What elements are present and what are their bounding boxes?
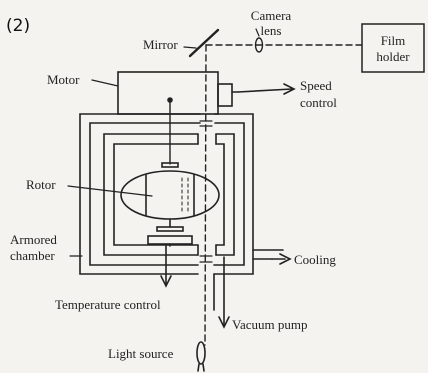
cooling-pipes bbox=[252, 249, 292, 265]
rotor-label: Rotor bbox=[26, 177, 56, 192]
optical-path bbox=[204, 44, 363, 346]
figure-label: (2) bbox=[6, 16, 31, 36]
inner-chamber bbox=[103, 133, 235, 256]
mirror-shape bbox=[188, 28, 220, 58]
motor-shape bbox=[117, 71, 239, 115]
rotor-shape bbox=[120, 170, 220, 247]
speed-control-label-line1: Speed bbox=[300, 78, 332, 93]
leader-lines bbox=[67, 28, 260, 257]
speed-control-arrow bbox=[237, 83, 296, 95]
mirror-label: Mirror bbox=[143, 37, 178, 52]
cooling-label: Cooling bbox=[294, 252, 336, 267]
light-source-shape bbox=[196, 341, 206, 372]
camera-lens-label-line2: lens bbox=[260, 23, 282, 38]
camera-lens-label-line1: Camera bbox=[250, 8, 292, 23]
vacuum-pump-pipe bbox=[213, 256, 230, 329]
vacuum-pump-label: Vacuum pump bbox=[232, 317, 308, 332]
temperature-control-label: Temperature control bbox=[55, 297, 161, 312]
temperature-control-arrow bbox=[160, 245, 172, 288]
light-source-label: Light source bbox=[108, 346, 174, 361]
speed-control-label-line2: control bbox=[300, 95, 337, 110]
film-holder-label-line1: Film bbox=[380, 33, 406, 48]
armored-chamber-label-line1: Armored bbox=[10, 232, 57, 247]
film-holder-label-line2: holder bbox=[376, 49, 410, 64]
armored-chamber-walls bbox=[79, 113, 254, 275]
motor-label: Motor bbox=[47, 72, 80, 87]
film-holder-box bbox=[361, 23, 425, 73]
optical-windows bbox=[199, 120, 213, 263]
drive-shaft bbox=[161, 97, 179, 168]
camera-lens-shape bbox=[254, 37, 264, 53]
armored-chamber-label-line2: chamber bbox=[10, 248, 55, 263]
